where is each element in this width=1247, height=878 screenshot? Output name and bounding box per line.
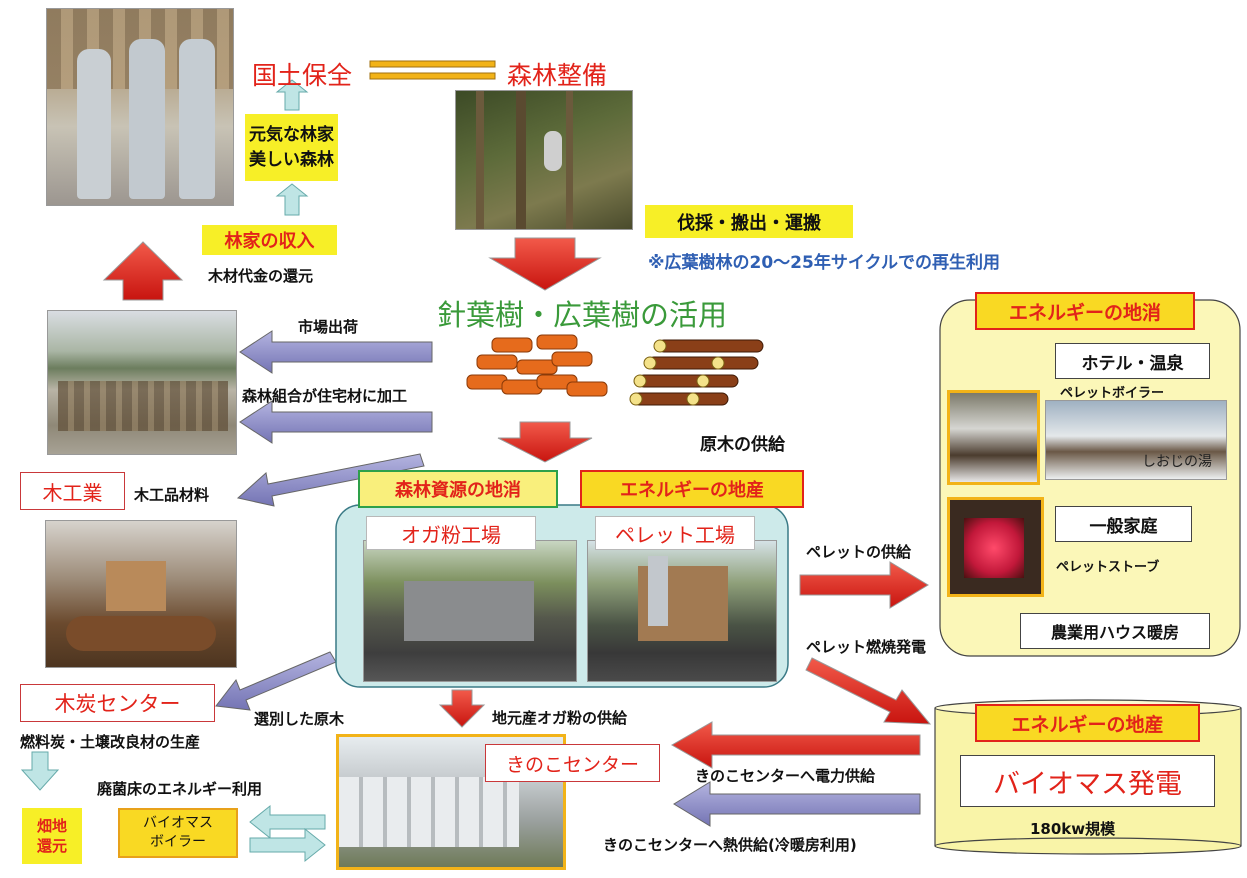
shijo-label: 市場出荷 bbox=[298, 318, 359, 336]
kokudo-label: 国土保全 bbox=[252, 61, 353, 90]
arrow-shijo bbox=[239, 330, 433, 374]
katsuyo-title: 針葉樹・広葉樹の活用 bbox=[437, 298, 728, 332]
shinrin-seibi-label: 森林整備 bbox=[507, 61, 608, 90]
charcoal-center-box: 木炭センター bbox=[20, 684, 215, 722]
ringa-income-box: 林家の収入 bbox=[202, 225, 337, 255]
arrow-pellet-supply bbox=[799, 561, 929, 609]
cycle-note: ※広葉樹林の20〜25年サイクルでの再生利用 bbox=[648, 253, 1000, 273]
equal-connector bbox=[369, 60, 496, 80]
energy-chisho-box: エネルギーの地消 bbox=[975, 292, 1195, 330]
scale-label: 180kw規模 bbox=[1030, 820, 1116, 838]
down-arrow-charcoal bbox=[20, 751, 60, 791]
photo-onsen: しおじの湯 bbox=[1045, 400, 1227, 480]
boiler-line-1: バイオマス bbox=[143, 815, 213, 832]
oga-factory-label: オガ粉工場 bbox=[366, 516, 536, 550]
stove-label: ペレットストーブ bbox=[1056, 560, 1160, 575]
hotel-box: ホテル・温泉 bbox=[1055, 343, 1210, 379]
pellet-factory-label: ペレット工場 bbox=[595, 516, 755, 550]
boiler-line-2: ボイラー bbox=[150, 834, 206, 850]
senbetsu-label: 選別した原木 bbox=[254, 710, 345, 728]
red-down-arrow-1 bbox=[488, 237, 602, 291]
up-arrow-1 bbox=[275, 79, 309, 111]
oga-supply-label: 地元産オガ粉の供給 bbox=[492, 709, 628, 727]
red-up-arrow bbox=[102, 241, 184, 301]
photo-boiler-house bbox=[947, 390, 1040, 485]
photo-pellet-factory bbox=[587, 540, 777, 682]
pellet-boiler-label: ペレットボイラー bbox=[1060, 386, 1165, 401]
katei-box: 一般家庭 bbox=[1055, 506, 1192, 542]
arrow-to-boiler bbox=[249, 804, 326, 840]
photo-forest-work bbox=[455, 90, 633, 230]
onsen-sign: しおじの湯 bbox=[1142, 454, 1212, 470]
genboku-label: 原木の供給 bbox=[700, 435, 785, 455]
photo-oga-factory bbox=[363, 540, 577, 682]
kinoko-center-label: きのこセンター bbox=[485, 744, 660, 782]
up-arrow-2 bbox=[275, 183, 309, 216]
chisho-box: 森林資源の地消 bbox=[358, 470, 558, 508]
hatachi-line-1: 畑地 bbox=[36, 816, 67, 835]
haikinsho-label: 廃菌床のエネルギー利用 bbox=[97, 780, 263, 798]
charcoal-prod-label: 燃料炭・土壌改良材の生産 bbox=[20, 733, 201, 751]
nogyo-box: 農業用ハウス暖房 bbox=[1020, 613, 1210, 649]
arrow-heat bbox=[673, 781, 921, 827]
photo-pellet-stove bbox=[947, 497, 1044, 597]
chisan-box: エネルギーの地産 bbox=[580, 470, 804, 508]
genki-line-2: 美しい森林 bbox=[249, 149, 334, 170]
genki-box: 元気な林家 美しい森林 bbox=[245, 114, 338, 181]
hatachi-box: 畑地 還元 bbox=[22, 808, 82, 864]
mokkogyo-box: 木工業 bbox=[20, 472, 125, 510]
photo-lumber-yard bbox=[47, 310, 237, 455]
kinoko-power-label: きのこセンターへ電力供給 bbox=[695, 767, 876, 785]
energy-chisan2-box: エネルギーの地産 bbox=[975, 704, 1200, 742]
biomass-boiler-box: バイオマス ボイラー bbox=[118, 808, 238, 858]
logs-illustration-brown bbox=[628, 335, 768, 415]
kinoko-heat-label: きのこセンターへ熱供給(冷暖房利用) bbox=[603, 836, 857, 854]
mokuzai-kangen-label: 木材代金の還元 bbox=[208, 267, 314, 285]
red-down-arrow-3 bbox=[438, 689, 486, 728]
arrow-pellet-power bbox=[805, 657, 932, 725]
kumiai-label: 森林組合が住宅材に加工 bbox=[242, 387, 408, 405]
red-down-arrow-2 bbox=[497, 421, 593, 463]
arrow-senbetsu bbox=[215, 651, 337, 711]
arrow-kumiai bbox=[239, 400, 433, 444]
pellet-power-label: ペレット燃焼発電 bbox=[806, 638, 927, 656]
biomass-box: バイオマス発電 bbox=[960, 755, 1215, 807]
logs-illustration-orange bbox=[462, 330, 612, 410]
arrow-from-boiler bbox=[249, 827, 326, 863]
photo-wood-furniture bbox=[45, 520, 237, 668]
pellet-supply-label: ペレットの供給 bbox=[806, 543, 912, 561]
mokkohin-label: 木工品材料 bbox=[134, 486, 210, 504]
photo-foresters bbox=[46, 8, 234, 206]
hatachi-line-2: 還元 bbox=[36, 837, 67, 855]
arrow-power bbox=[670, 721, 921, 769]
genki-line-1: 元気な林家 bbox=[249, 124, 334, 145]
bassai-box: 伐採・搬出・運搬 bbox=[645, 205, 853, 238]
